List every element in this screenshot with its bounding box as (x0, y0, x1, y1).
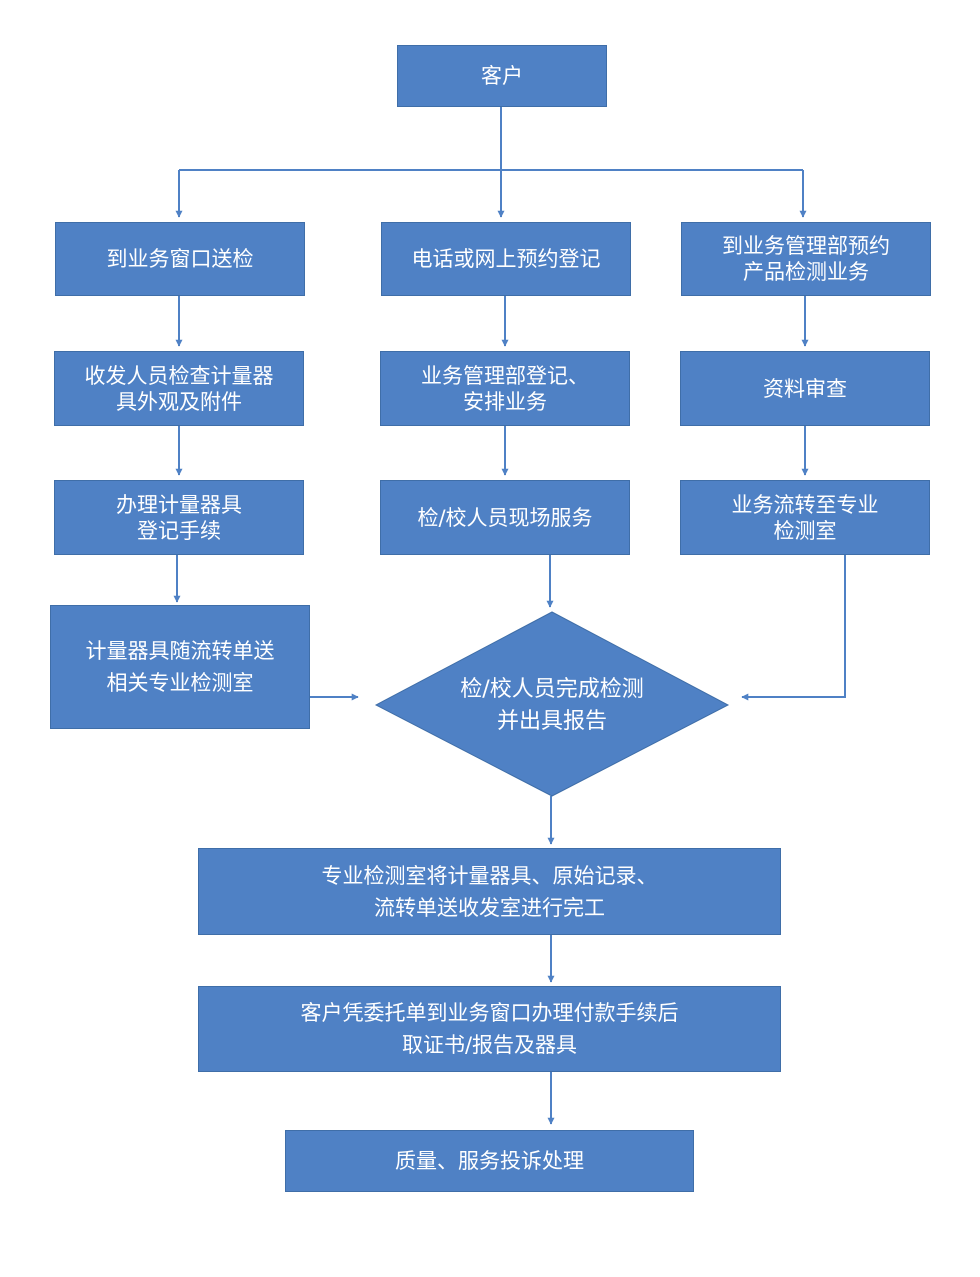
node-send-lab: 计量器具随流转单送 相关专业检测室 (50, 605, 310, 729)
node-transfer-lab-label: 业务流转至专业 检测室 (731, 492, 879, 543)
node-pickup: 客户凭委托单到业务窗口办理付款手续后 取证书/报告及器具 (198, 986, 781, 1072)
node-pickup-label: 客户凭委托单到业务窗口办理付款手续后 取证书/报告及器具 (300, 1001, 679, 1057)
node-complaint: 质量、服务投诉处理 (285, 1130, 694, 1192)
node-lab-return: 专业检测室将计量器具、原始记录、 流转单送收发室进行完工 (198, 848, 781, 935)
node-receive-check-label: 收发人员检查计量器 具外观及附件 (84, 363, 274, 414)
node-phone-online-label: 电话或网上预约登记 (411, 247, 601, 271)
node-window-submit-label: 到业务窗口送检 (106, 247, 254, 271)
node-lab-return-label: 专业检测室将计量器具、原始记录、 流转单送收发室进行完工 (321, 863, 658, 920)
node-transfer-lab: 业务流转至专业 检测室 (680, 480, 930, 555)
node-receive-check: 收发人员检查计量器 具外观及附件 (54, 351, 304, 426)
node-complaint-label: 质量、服务投诉处理 (395, 1149, 584, 1173)
node-doc-review-label: 资料审查 (763, 376, 847, 401)
node-dept-register: 业务管理部登记、 安排业务 (380, 351, 630, 426)
node-doc-review: 资料审查 (680, 351, 930, 426)
node-customer: 客户 (397, 45, 607, 107)
node-handle-register-label: 办理计量器具 登记手续 (116, 492, 242, 543)
node-handle-register: 办理计量器具 登记手续 (54, 480, 304, 555)
node-window-submit: 到业务窗口送检 (55, 222, 305, 296)
decision-diamond (374, 611, 730, 797)
node-dept-reserve-label: 到业务管理部预约 产品检测业务 (722, 234, 890, 284)
node-complete-test-label: 检/校人员完成检测 并出具报告 (460, 677, 644, 734)
node-dept-register-label: 业务管理部登记、 安排业务 (421, 363, 589, 414)
node-onsite-service-label: 检/校人员现场服务 (417, 505, 593, 530)
node-phone-online: 电话或网上预约登记 (381, 222, 631, 296)
arrow-transfer-to-complete (741, 555, 846, 701)
node-send-lab-label: 计量器具随流转单送 相关专业检测室 (85, 639, 275, 695)
node-complete-test: 检/校人员完成检测 并出具报告 (378, 666, 726, 746)
node-customer-label: 客户 (481, 64, 523, 88)
node-onsite-service: 检/校人员现场服务 (380, 480, 630, 555)
node-dept-reserve: 到业务管理部预约 产品检测业务 (681, 222, 931, 296)
